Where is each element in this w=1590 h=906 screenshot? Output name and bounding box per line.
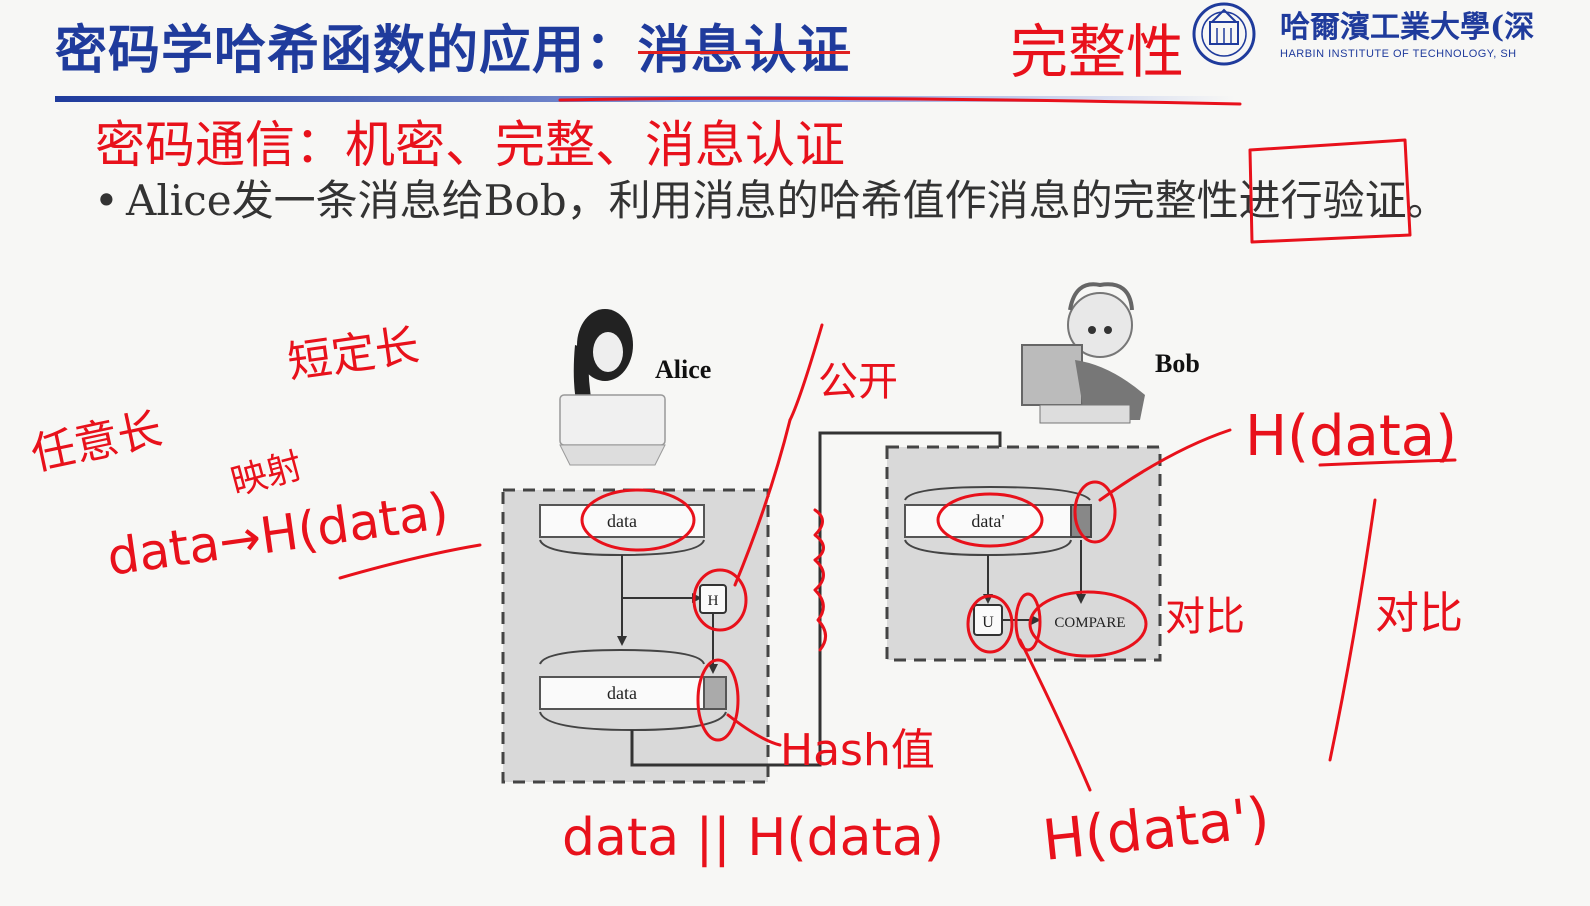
note-secure-comm: 密码通信：机密、完整、消息认证 [95,116,845,174]
alice-figure: Alice [559,309,711,466]
bob-label: Bob [1155,349,1200,378]
note-h-data: H(data) [1245,404,1457,469]
bob-figure: Bob [1021,282,1200,424]
alice-label: Alice [655,355,711,384]
bob-avatar [1021,282,1145,424]
alice-avatar [559,309,666,466]
note-concat: data || H(data) [562,808,944,868]
alice-data2-label: data [607,683,637,703]
alice-data-label: data [607,511,637,531]
note-integrity: 完整性 [1010,18,1184,86]
title-prefix: 密码学哈希函数的应用： [55,21,639,81]
note-arbitrary: 任意长 [27,403,167,480]
bob-u-label: U [982,614,994,631]
bob-data-prime-label: data' [971,511,1004,531]
bullet-text: Alice发一条消息给Bob，利用消息的哈希值作消息的完整性进行验证。 [126,176,1449,225]
note-public: 公开 [818,359,898,405]
alice-h-label: H [708,593,719,609]
note-h-data-prime: H(data') [1040,786,1273,874]
logo-chinese: 哈爾濱工業大學(深 [1280,10,1535,45]
note-data-map: data→H(data) [104,482,452,587]
title-struck: 消息认证 [638,21,851,81]
logo-english: HARBIN INSTITUTE OF TECHNOLOGY, SH [1280,48,1517,60]
compare-label: COMPARE [1054,615,1125,631]
note-mapping: 映射 [227,445,307,503]
bullet-dot: • [94,176,119,225]
note-compare-2: 对比 [1375,588,1463,639]
alice-process-box: data H data [501,488,770,784]
university-logo [1192,2,1256,66]
bullet-point: • Alice发一条消息给Bob，利用消息的哈希值作消息的完整性进行验证。 [94,174,1566,228]
bob-process-box: data' U COMPARE [885,445,1162,662]
note-compare: 对比 [1165,594,1245,640]
slide-title: 密码学哈希函数的应用：消息认证 [55,8,850,83]
note-hash-value: Hash值 [780,725,935,776]
note-short-fixed: 短定长 [284,320,422,389]
